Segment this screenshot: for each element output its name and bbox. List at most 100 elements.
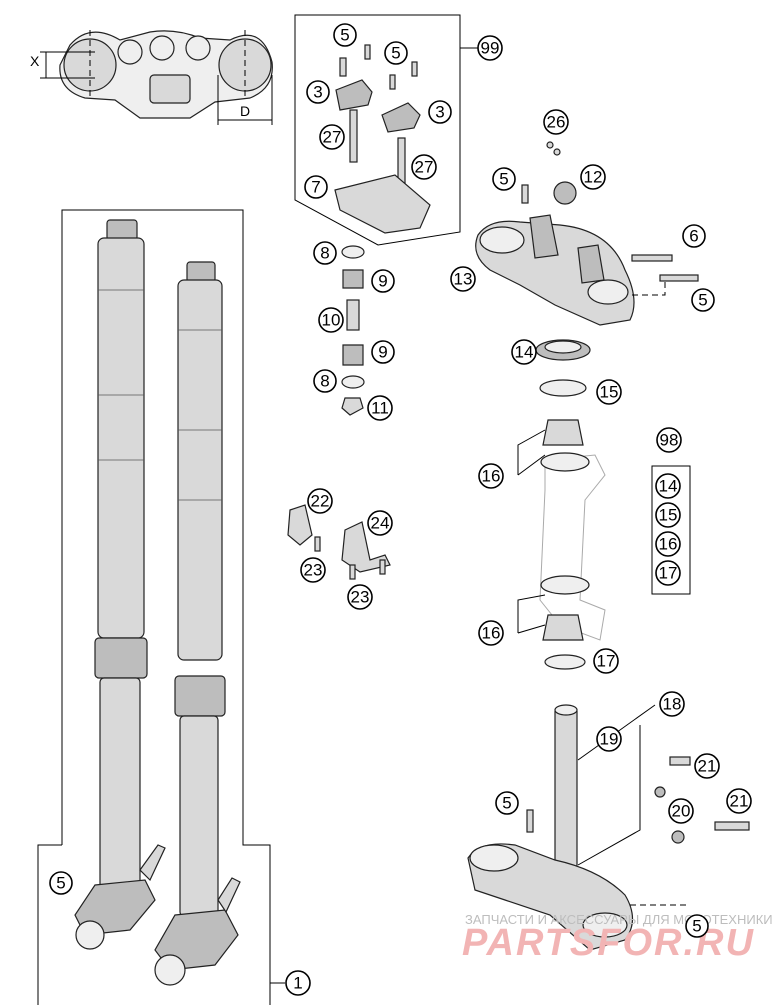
callout-9b: 9 <box>371 340 395 364</box>
fork-leg-left <box>74 219 166 950</box>
callout-24: 24 <box>367 510 393 536</box>
svg-text:5: 5 <box>56 874 65 893</box>
fork-leg-right <box>154 261 241 986</box>
svg-text:6: 6 <box>689 227 698 246</box>
svg-text:15: 15 <box>600 383 619 402</box>
callout-23a: 23 <box>300 557 326 583</box>
callout-14-kit: 14 <box>655 473 681 499</box>
steering-bearing-parts <box>535 339 606 670</box>
callout-16b: 16 <box>478 620 504 646</box>
callout-20: 20 <box>668 798 694 824</box>
callout-5d: 5 <box>691 288 715 312</box>
callout-7: 7 <box>304 175 328 199</box>
svg-text:3: 3 <box>435 103 444 122</box>
steering-damper-parts <box>341 245 365 416</box>
svg-text:1: 1 <box>293 974 302 993</box>
dash-bolt-5 <box>632 280 666 296</box>
leader-16b <box>517 594 546 633</box>
svg-text:7: 7 <box>311 178 320 197</box>
svg-text:23: 23 <box>304 561 323 580</box>
callout-1: 1 <box>285 970 311 996</box>
callout-26: 26 <box>543 109 569 135</box>
cable-guide-parts <box>287 504 391 580</box>
svg-text:8: 8 <box>320 372 329 391</box>
svg-text:19: 19 <box>600 730 619 749</box>
callout-27a: 27 <box>319 124 345 150</box>
callout-13: 13 <box>450 266 476 292</box>
callout-14: 14 <box>511 339 537 365</box>
dimension-x-label: X <box>30 53 40 69</box>
svg-text:5: 5 <box>502 794 511 813</box>
callout-8b: 8 <box>313 369 337 393</box>
lower-triple-clamp <box>467 704 750 951</box>
callout-12: 12 <box>580 164 606 190</box>
handlebar-clamp-parts <box>334 44 431 234</box>
svg-text:16: 16 <box>482 624 501 643</box>
svg-text:21: 21 <box>698 757 717 776</box>
callout-15: 15 <box>596 379 622 405</box>
callout-27b: 27 <box>411 154 437 180</box>
callout-99: 99 <box>477 35 503 61</box>
clamp-dimension-sketch <box>40 30 273 125</box>
svg-text:12: 12 <box>584 168 603 187</box>
svg-text:23: 23 <box>351 588 370 607</box>
svg-text:5: 5 <box>698 291 707 310</box>
svg-text:99: 99 <box>481 39 500 58</box>
svg-text:20: 20 <box>672 802 691 821</box>
callout-8a: 8 <box>313 241 337 265</box>
svg-text:11: 11 <box>371 399 389 418</box>
callout-16a: 16 <box>478 463 504 489</box>
callout-5b: 5 <box>384 41 408 65</box>
fork-frame-outline <box>61 209 271 1005</box>
svg-text:13: 13 <box>454 270 473 289</box>
fork-frame-outline-left <box>37 844 62 1005</box>
watermark-brand: PARTSFOR.RU <box>462 922 755 964</box>
callout-18: 18 <box>659 691 685 717</box>
callout-5a: 5 <box>333 23 357 47</box>
svg-text:14: 14 <box>659 477 678 496</box>
svg-text:5: 5 <box>692 917 701 936</box>
svg-text:10: 10 <box>322 311 341 330</box>
leader-16a-2 <box>517 454 546 476</box>
svg-text:5: 5 <box>340 26 349 45</box>
callout-23b: 23 <box>347 584 373 610</box>
svg-text:9: 9 <box>378 343 387 362</box>
svg-text:9: 9 <box>378 272 387 291</box>
callout-19: 19 <box>596 726 622 752</box>
callout-15-kit: 15 <box>655 502 681 528</box>
callout-5f: 5 <box>49 871 73 895</box>
callout-21b: 21 <box>726 788 752 814</box>
svg-text:17: 17 <box>597 652 616 671</box>
svg-text:18: 18 <box>663 695 682 714</box>
svg-text:17: 17 <box>659 564 678 583</box>
callout-6: 6 <box>682 224 706 248</box>
leader-18b <box>577 725 641 866</box>
upper-triple-clamp <box>475 141 699 326</box>
svg-text:98: 98 <box>660 431 679 450</box>
svg-text:21: 21 <box>730 792 749 811</box>
callout-5c: 5 <box>492 167 516 191</box>
callout-3b: 3 <box>428 100 452 124</box>
svg-text:27: 27 <box>323 128 342 147</box>
callout-10: 10 <box>318 307 344 333</box>
callout-11: 11 <box>367 395 393 421</box>
callout-5g: 5 <box>685 914 709 938</box>
callout-16-kit: 16 <box>655 531 681 557</box>
svg-text:5: 5 <box>391 44 400 63</box>
svg-text:3: 3 <box>313 83 322 102</box>
leader-16b-2 <box>517 624 546 634</box>
callout-17-kit: 17 <box>655 560 681 586</box>
svg-text:26: 26 <box>547 113 566 132</box>
callout-98: 98 <box>656 427 682 453</box>
callout-5e: 5 <box>495 791 519 815</box>
callout-22: 22 <box>307 488 333 514</box>
callout-9a: 9 <box>371 269 395 293</box>
svg-text:24: 24 <box>371 514 390 533</box>
kit-98-frame <box>651 465 691 595</box>
svg-text:5: 5 <box>499 170 508 189</box>
callout-17: 17 <box>593 648 619 674</box>
svg-text:15: 15 <box>659 506 678 525</box>
callout-3a: 3 <box>306 80 330 104</box>
